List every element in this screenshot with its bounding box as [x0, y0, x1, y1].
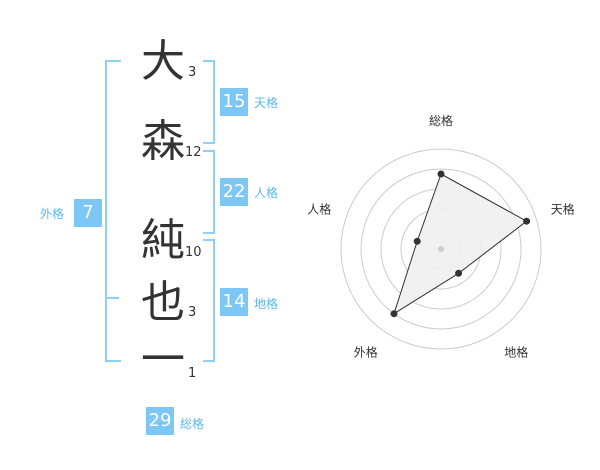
radar-point — [523, 217, 531, 225]
radar-ring — [360, 168, 522, 330]
jinkaku-value: 22 — [220, 178, 248, 206]
radar-area — [393, 173, 528, 315]
stroke-count-5: 1 — [188, 366, 197, 381]
radar-axis-label: 人格 — [307, 201, 331, 216]
radar-center — [438, 246, 444, 252]
soukaku-value: 29 — [146, 407, 174, 435]
jinkaku-bracket — [203, 150, 215, 234]
gaikaku-bracket — [105, 60, 121, 362]
chikaku-value: 14 — [220, 288, 248, 316]
gaikaku-label: 外格 — [40, 207, 65, 221]
name-char-3: 純 — [141, 215, 185, 266]
radar-axis-label: 総格 — [429, 113, 453, 128]
radar-point — [413, 237, 421, 245]
radar-axis-label: 天格 — [551, 201, 575, 216]
radar-axis-label: 外格 — [354, 345, 378, 360]
name-char-4: 也 — [141, 277, 185, 328]
gaikaku-value: 7 — [74, 199, 102, 227]
tenkaku-value: 15 — [220, 88, 248, 116]
radar-point — [437, 170, 445, 178]
name-char-5: 一 — [141, 334, 185, 385]
tenkaku-label: 天格 — [254, 96, 279, 110]
radar-point — [390, 310, 398, 318]
stroke-count-4: 3 — [188, 305, 197, 320]
chikaku-label: 地格 — [254, 297, 279, 311]
radar-point — [455, 269, 463, 277]
stroke-count-1: 3 — [188, 65, 197, 80]
name-char-2: 森 — [141, 116, 185, 167]
jinkaku-label: 人格 — [254, 186, 279, 200]
stroke-count-3: 10 — [185, 245, 202, 260]
radar-ring — [340, 148, 542, 350]
separator-line — [105, 297, 119, 299]
stroke-count-2: 12 — [185, 145, 202, 160]
tenkaku-bracket — [203, 60, 215, 144]
soukaku-label: 総格 — [180, 417, 205, 431]
radar-axis-label: 地格 — [504, 345, 528, 360]
chikaku-bracket — [203, 239, 215, 362]
name-char-1: 大 — [141, 36, 185, 87]
